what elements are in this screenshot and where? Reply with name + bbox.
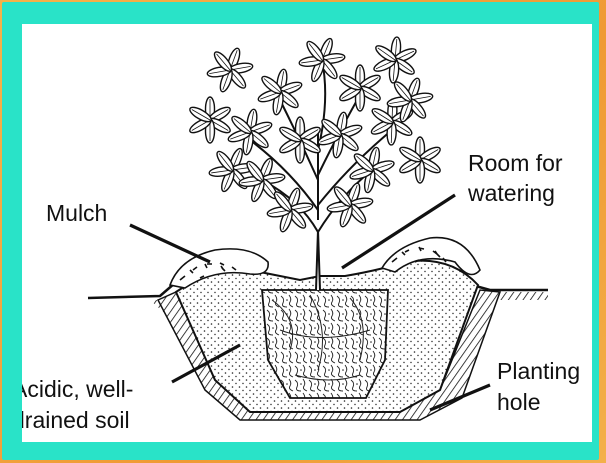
- root-ball: [262, 290, 388, 398]
- label-soil-line1: Acidic, well-: [22, 376, 133, 402]
- plant-foliage: [188, 37, 442, 233]
- label-soil-line2: drained soil: [22, 407, 130, 433]
- diagram-panel: Mulch Room for watering Acidic, well- dr…: [22, 24, 592, 442]
- label-hole-line1: Planting: [497, 358, 580, 384]
- label-hole-line2: hole: [497, 389, 540, 415]
- label-mulch: Mulch: [46, 200, 107, 226]
- label-room-line1: Room for: [468, 150, 563, 176]
- planting-diagram: Mulch Room for watering Acidic, well- dr…: [22, 24, 592, 442]
- mulch-leader: [130, 225, 210, 262]
- label-room-line2: watering: [467, 180, 555, 206]
